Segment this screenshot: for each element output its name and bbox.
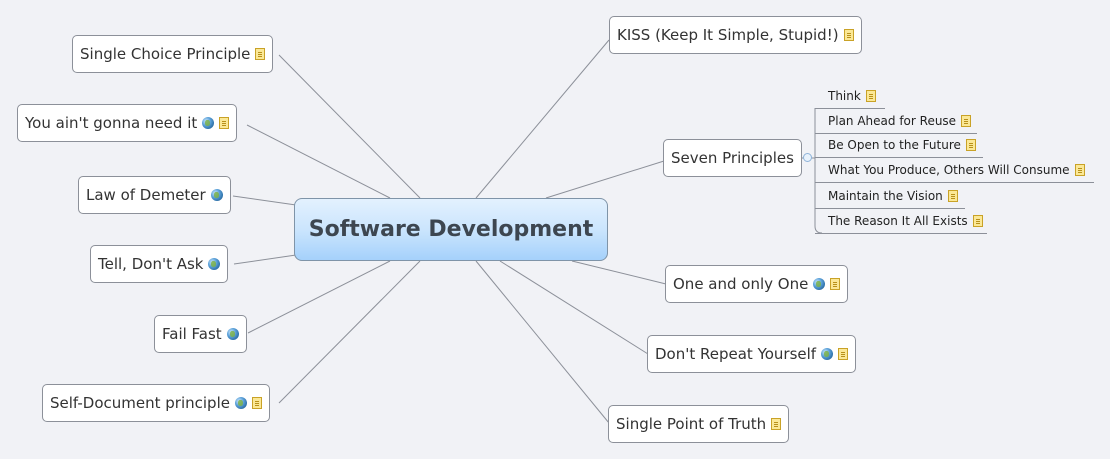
note-icon[interactable] bbox=[219, 117, 230, 129]
collapse-toggle[interactable] bbox=[803, 153, 812, 162]
topic-label: Single Point of Truth bbox=[616, 415, 767, 433]
topic-single-choice-principle[interactable]: Single Choice Principle bbox=[72, 35, 274, 73]
topic-law-of-demeter[interactable]: Law of Demeter bbox=[78, 176, 231, 214]
topic-kiss[interactable]: KISS (Keep It Simple, Stupid!) bbox=[609, 16, 862, 54]
note-icon[interactable] bbox=[1074, 164, 1085, 176]
topic-fail-fast[interactable]: Fail Fast bbox=[154, 315, 247, 353]
topic-dont-repeat-yourself[interactable]: Don't Repeat Yourself bbox=[647, 335, 857, 373]
subtopic-label: The Reason It All Exists bbox=[828, 214, 968, 228]
note-icon[interactable] bbox=[865, 90, 876, 102]
topic-label: One and only One bbox=[673, 275, 809, 293]
topic-label: Tell, Don't Ask bbox=[98, 255, 204, 273]
topic-label: Self-Document principle bbox=[50, 394, 230, 412]
note-icon[interactable] bbox=[843, 29, 854, 41]
note-icon[interactable] bbox=[961, 115, 972, 127]
central-topic-label: Software Development bbox=[308, 217, 594, 242]
globe-icon[interactable] bbox=[821, 348, 834, 360]
topic-label: Law of Demeter bbox=[86, 186, 206, 204]
subtopic-think[interactable]: Think bbox=[815, 84, 885, 109]
subtopic-label: Think bbox=[828, 89, 861, 103]
note-icon[interactable] bbox=[771, 418, 782, 430]
subtopic-label: Be Open to the Future bbox=[828, 138, 961, 152]
globe-icon[interactable] bbox=[226, 328, 239, 340]
subtopic-be-open-to-the-future[interactable]: Be Open to the Future bbox=[815, 133, 983, 158]
topic-one-and-only-one[interactable]: One and only One bbox=[665, 265, 849, 303]
globe-icon[interactable] bbox=[202, 117, 215, 129]
globe-icon[interactable] bbox=[208, 258, 221, 270]
note-icon[interactable] bbox=[965, 139, 976, 151]
topic-label: Single Choice Principle bbox=[80, 45, 251, 63]
note-icon[interactable] bbox=[947, 190, 958, 202]
globe-icon[interactable] bbox=[813, 278, 826, 290]
note-icon[interactable] bbox=[251, 397, 262, 409]
topic-tell-dont-ask[interactable]: Tell, Don't Ask bbox=[90, 245, 229, 283]
subtopic-the-reason-it-all-exists[interactable]: The Reason It All Exists bbox=[815, 209, 987, 234]
note-icon[interactable] bbox=[255, 48, 266, 60]
subtopic-label: Maintain the Vision bbox=[828, 189, 943, 203]
globe-icon[interactable] bbox=[234, 397, 247, 409]
central-topic[interactable]: Software Development bbox=[294, 198, 608, 261]
globe-icon[interactable] bbox=[210, 189, 223, 201]
topic-self-document-principle[interactable]: Self-Document principle bbox=[42, 384, 270, 422]
subtopic-plan-ahead-for-reuse[interactable]: Plan Ahead for Reuse bbox=[815, 109, 977, 134]
subtopic-what-you-produce[interactable]: What You Produce, Others Will Consume bbox=[815, 158, 1094, 183]
note-icon[interactable] bbox=[838, 348, 849, 360]
subtopic-maintain-the-vision[interactable]: Maintain the Vision bbox=[815, 184, 965, 209]
topic-label: Don't Repeat Yourself bbox=[655, 345, 817, 363]
topic-label: Seven Principles bbox=[671, 149, 794, 167]
topic-yagni[interactable]: You ain't gonna need it bbox=[17, 104, 238, 142]
topic-label: KISS (Keep It Simple, Stupid!) bbox=[617, 26, 839, 44]
topic-label: Fail Fast bbox=[162, 325, 222, 343]
topic-seven-principles[interactable]: Seven Principles bbox=[663, 139, 802, 177]
subtopic-label: Plan Ahead for Reuse bbox=[828, 114, 957, 128]
note-icon[interactable] bbox=[972, 215, 983, 227]
topic-label: You ain't gonna need it bbox=[25, 114, 198, 132]
note-icon[interactable] bbox=[830, 278, 841, 290]
subtopic-label: What You Produce, Others Will Consume bbox=[828, 163, 1070, 177]
topic-single-point-of-truth[interactable]: Single Point of Truth bbox=[608, 405, 790, 443]
